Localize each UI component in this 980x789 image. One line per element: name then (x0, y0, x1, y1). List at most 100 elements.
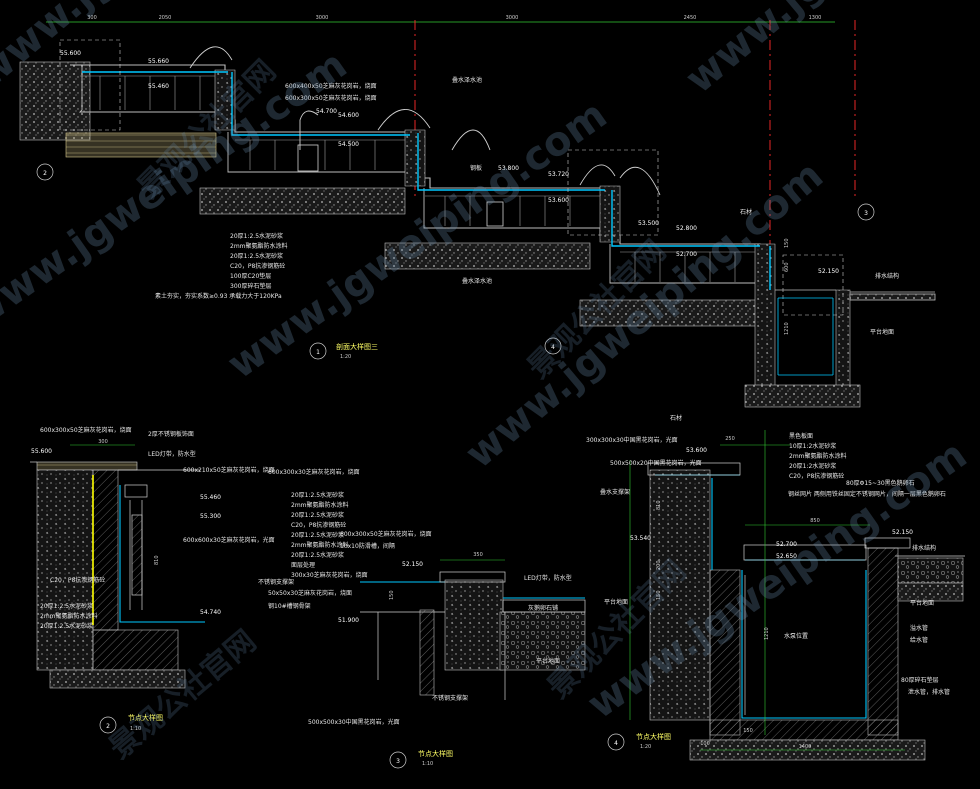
detail2-label-2: LED灯带，防水型 (148, 450, 196, 458)
section1-layer-5: 300厚碎石垫层 (230, 282, 271, 290)
detail2-label-13: 2mm聚氨酯防水涂料 (291, 541, 349, 549)
section1-elevation-5: 54.500 (338, 141, 359, 148)
detail4-label-13: 平台地面 (910, 599, 934, 607)
section1-elevation-11: 52.700 (676, 251, 697, 258)
detail2-label-0: 600x300x50芝麻灰花岗岩，烧面 (40, 426, 132, 434)
detail2-label-8: 20厚1:2.5水泥砂浆 (291, 491, 344, 499)
detail2-elevation-0: 55.600 (31, 448, 52, 455)
detail4-dim-4: 150 (656, 590, 662, 600)
detail4-title: 节点大样图 (636, 732, 671, 741)
detail4-label-6: 20厚1:2水泥砂浆 (789, 462, 836, 470)
detail4-scale: 1:20 (640, 744, 651, 750)
detail3-dim-0: 350 (473, 552, 483, 558)
detail4-label-14: 溢水管 (910, 624, 928, 632)
section1-layer-0: 20厚1:2.5水泥砂浆 (230, 232, 283, 240)
detail2-label-20: 2mm聚氨酯防水涂料 (40, 612, 98, 620)
detail2-scale: 1:10 (130, 726, 141, 732)
detail2-elevation-2: 55.300 (200, 513, 221, 520)
detail-4 (647, 462, 965, 761)
detail4-label-11: 平台地面 (604, 598, 628, 606)
watermark-url-3: www.jgweiping.com (677, 0, 980, 103)
section1-vdim-0: 150 (784, 238, 790, 248)
section1-callout-6: 排水结构 (875, 272, 899, 280)
detail2-dim-0: 300 (98, 439, 108, 445)
detail4-elevation-2: 52.150 (892, 529, 913, 536)
section1-layer-2: 20厚1:2.5水泥砂浆 (230, 252, 283, 260)
detail4-elevation-3: 52.700 (776, 541, 797, 548)
detail2-label-16: 300x30芝麻灰花岗岩，烧面 (291, 571, 368, 579)
detail4-label-0: 石材 (670, 414, 682, 422)
detail-2 (30, 461, 205, 689)
section1-layer-1: 2mm聚氨酯防水涂料 (230, 242, 288, 250)
detail2-elevation-1: 55.460 (200, 494, 221, 501)
detail3-label-6: 500x500x30中国黑花岗岩，光面 (308, 718, 400, 726)
detail2-label-17: 钢10#槽钢骨架 (268, 602, 311, 610)
top-dim-4: 2450 (684, 15, 697, 21)
detail2-label-14: 20厚1:2.5水泥砂浆 (291, 551, 344, 559)
detail4-number: 4 (614, 740, 618, 747)
detail4-dim-1: 810 (656, 500, 662, 510)
detail3-label-0: 600x300x50芝麻灰花岗岩，烧面 (340, 530, 432, 538)
detail4-dim-3: 200 (656, 560, 662, 570)
detail4-label-17: 80厚碎石垫层 (901, 676, 939, 684)
section1-marker-label-2: 4 (551, 344, 555, 351)
detail2-label-4: 600x300x30芝麻灰花岗岩，烧面 (268, 468, 360, 476)
top-dim-1: 2050 (159, 15, 172, 21)
section1-marker-1 (857, 203, 875, 221)
detail3-title: 节点大样图 (418, 749, 453, 758)
detail2-dim-1: 810 (154, 555, 160, 565)
detail3-scale: 1:10 (422, 761, 433, 767)
section1-elevation-7: 53.720 (548, 171, 569, 178)
detail2-elevation-3: 54.740 (200, 609, 221, 616)
detail4-label-15: 给水管 (910, 636, 928, 644)
section1-scale: 1:20 (340, 354, 351, 360)
section1-elevation-8: 53.600 (548, 197, 569, 204)
detail2-label-6: 不锈钢支撑架 (258, 578, 294, 586)
detail2-label-21: 20厚1:2.5水泥砂浆 (40, 622, 93, 630)
section1-callout-3: 钢板 (470, 164, 482, 172)
detail2-label-5: 600x600x30芝麻灰花岗岩，光面 (183, 536, 275, 544)
section1-platform-label: 平台地面 (870, 328, 894, 336)
detail4-dim-6: 150 (743, 728, 753, 734)
detail3-dim-1: 150 (389, 590, 395, 600)
detail4-dim-7: 1400 (799, 744, 812, 750)
detail-dimension-lines (70, 430, 905, 751)
section1-marker-label-0: 2 (43, 170, 47, 177)
detail3-label-3: 灰鹅卵石铺 (528, 604, 558, 612)
detail4-elevation-0: 53.600 (686, 447, 707, 454)
detail4-label-12: 排水结构 (912, 544, 936, 552)
section1-elevation-6: 53.800 (498, 165, 519, 172)
detail4-label-7: C20，P8抗渗钢筋砼 (789, 472, 844, 480)
top-dim-0: 300 (87, 15, 97, 21)
detail4-label-4: 10厚1:2水泥砂浆 (789, 442, 836, 450)
section1-layer-3: C20，P8抗渗钢筋砼 (230, 262, 285, 270)
detail3-title-circle (389, 751, 407, 769)
section1-layer-6: 素土夯实，夯实系数≥0.93 承载力大于120KPa (155, 292, 282, 300)
section1-elevation-3: 54.700 (316, 108, 337, 115)
detail4-title-circle (607, 733, 625, 751)
detail2-number: 2 (106, 723, 110, 730)
section1-callout-4: 叠水泽水池 (462, 277, 492, 285)
detail4-dim-2: 850 (810, 518, 820, 524)
section1-elevation-1: 55.660 (148, 58, 169, 65)
section1-elevation-12: 52.150 (818, 268, 839, 275)
detail4-dim-8: 100 (700, 741, 710, 747)
detail4-dim-0: 250 (725, 436, 735, 442)
detail4-label-3: 黑色板面 (789, 432, 813, 440)
watermark-url-2: www.jgweiping.com (457, 152, 832, 477)
detail4-label-1: 300x300x30中国黑花岗岩，光面 (586, 436, 678, 444)
section1-callout-1: 600x300x50芝麻灰花岗岩，烧面 (285, 94, 377, 102)
detail-3 (360, 571, 586, 700)
top-dim-2: 3000 (316, 15, 329, 21)
detail3-elevation-0: 52.150 (402, 561, 423, 568)
detail3-number: 3 (396, 758, 400, 765)
detail4-dim-5: 1210 (764, 627, 770, 640)
detail2-label-12: 20厚1:2.5水泥砂浆 (291, 531, 344, 539)
detail2-label-3: 600x210x50芝麻灰花岗岩，烧面 (183, 466, 275, 474)
detail3-label-4: 平台地面 (536, 657, 560, 665)
detail3-label-2: LED灯带，防水型 (524, 574, 572, 582)
section-1-cascade (19, 39, 936, 408)
section1-vdim-1: 600 (784, 262, 790, 272)
section1-title-circle (309, 342, 327, 360)
